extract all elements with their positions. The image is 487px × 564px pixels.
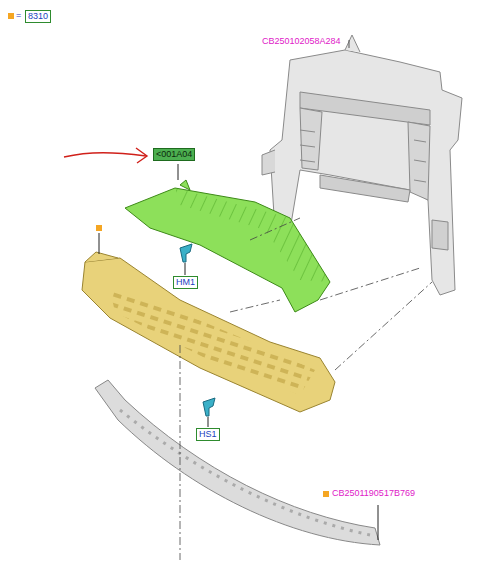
undertray xyxy=(82,252,335,412)
marker-square xyxy=(323,491,329,497)
box-text: <001A04 xyxy=(156,149,192,159)
box-text: HS1 xyxy=(199,429,217,439)
part-number-box: <001A04 xyxy=(153,148,195,161)
part-code: CB2501190517B769 xyxy=(332,488,415,499)
alignment-line xyxy=(180,218,432,560)
box-text: HM1 xyxy=(176,277,195,287)
clip-fastener xyxy=(180,244,215,416)
pointer-arrow xyxy=(64,148,147,163)
fastener-code-box: HM1 xyxy=(173,276,198,289)
box-text: 8310 xyxy=(28,11,48,21)
fastener-code-box: HS1 xyxy=(196,428,220,441)
equals-sign: = xyxy=(16,10,21,21)
part-code: CB250102058A284 xyxy=(262,36,341,47)
lower-trim xyxy=(95,380,380,545)
marker-square xyxy=(96,225,102,231)
marker-square xyxy=(8,13,14,19)
part-group-box: 8310 xyxy=(25,10,51,23)
